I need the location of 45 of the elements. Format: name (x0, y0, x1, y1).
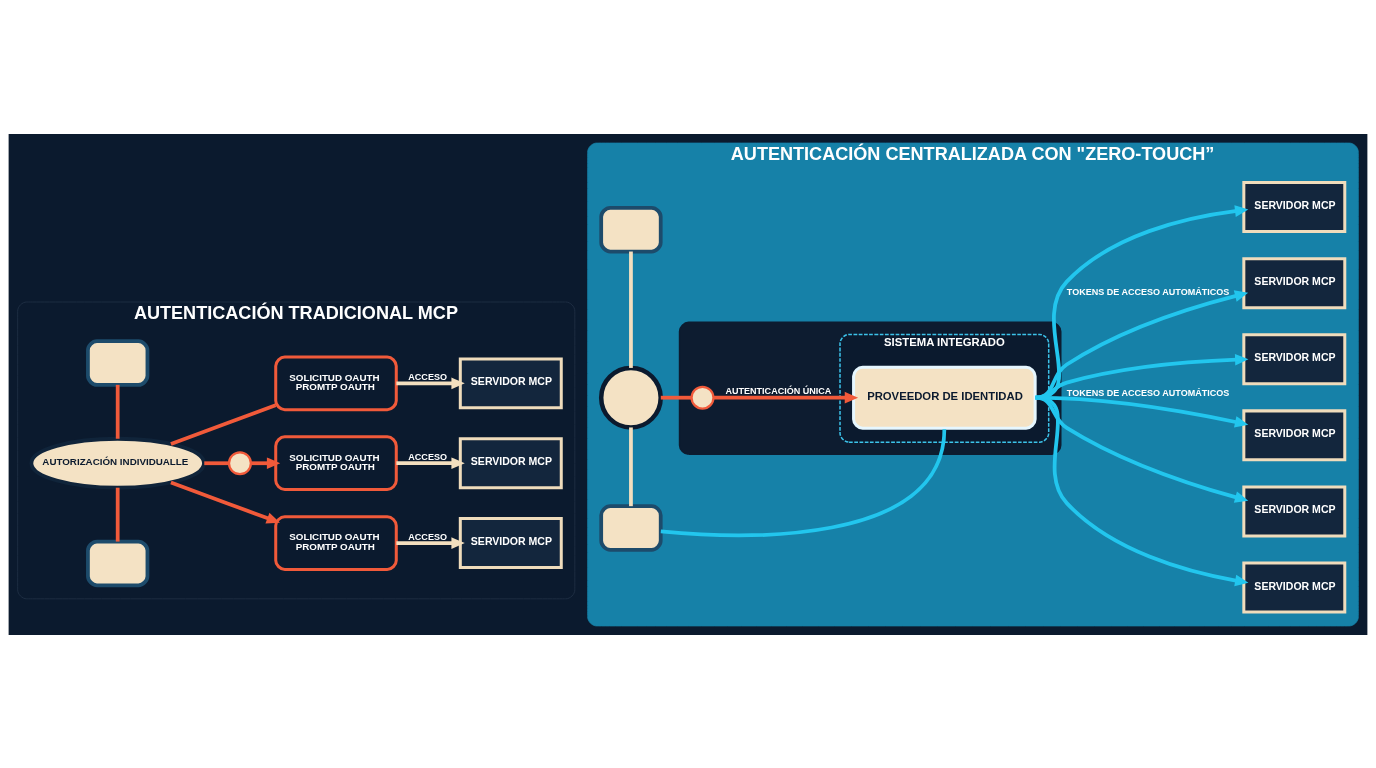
node-box: SOLICITUD OAUTH PROMTP OAUTH (274, 514, 398, 571)
arrow (1035, 204, 1249, 400)
arrow (1035, 395, 1249, 428)
node-box: SOLICITUD OAUTH PROMTP OAUTH (274, 434, 398, 491)
arrow (396, 536, 465, 549)
edge-label: AUTENTICACIÓN ÚNICA (725, 385, 832, 396)
node-box: SERVIDOR MCP (458, 516, 563, 569)
node-box (599, 503, 663, 552)
connector (660, 395, 692, 400)
connector (629, 251, 633, 368)
edge-label: TOKENS DE ACCESO AUTOMÁTICOS (1066, 286, 1230, 297)
arrow (396, 456, 465, 469)
node-box: SOLICITUD OAUTH PROMTP OAUTH (274, 355, 398, 411)
node-box: SERVIDOR MCP (458, 356, 563, 409)
connector (204, 460, 229, 465)
arrow (1035, 395, 1249, 586)
node-circle (227, 450, 252, 475)
connector (660, 428, 947, 537)
connector (629, 426, 633, 506)
node-circle (598, 365, 663, 430)
arrow (170, 480, 280, 524)
arrow (396, 377, 465, 389)
connector (115, 384, 120, 439)
node-box: SERVIDOR MCP (1242, 561, 1347, 614)
node-circle (690, 385, 715, 410)
node-box: SERVIDOR MCP (1242, 180, 1347, 233)
node-box (86, 539, 150, 587)
arrow (1035, 395, 1249, 503)
connector (170, 403, 277, 446)
node-ellipse: AUTORIZACIÓN INDIVIDUALLE (29, 436, 206, 490)
edge-label: ACCESO (408, 451, 447, 462)
edge-label: ACCESO (408, 531, 447, 542)
edge-label: ACCESO (408, 371, 447, 382)
arrow (713, 391, 859, 404)
node-box: SERVIDOR MCP (1242, 256, 1347, 309)
node-box: SERVIDOR MCP (1242, 484, 1347, 537)
arrow (251, 456, 281, 469)
node-box: SERVIDOR MCP (1242, 408, 1347, 461)
node-box: SERVIDOR MCP (1242, 332, 1347, 385)
node-box (599, 205, 663, 253)
node-box: SERVIDOR MCP (458, 436, 563, 489)
node-box: PROVEEDOR DE IDENTIDAD (852, 365, 1037, 430)
edge-label: TOKENS DE ACCESO AUTOMÁTICOS (1066, 387, 1230, 398)
node-box (86, 338, 150, 387)
connector (115, 487, 120, 542)
